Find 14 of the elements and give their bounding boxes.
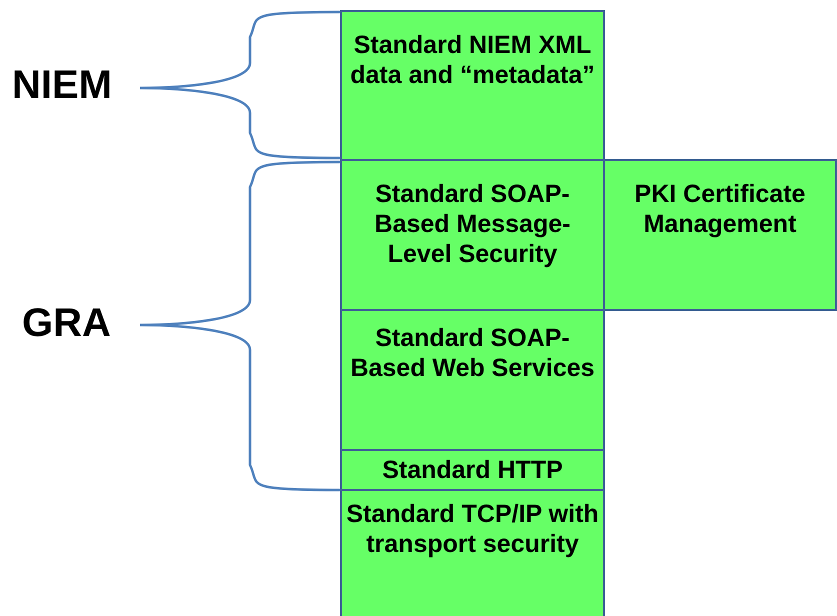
layer-text: PKI Certificate Management (634, 179, 806, 239)
layer-box (340, 10, 605, 161)
group-label: NIEM (12, 62, 112, 108)
layer-box (340, 449, 605, 491)
layer-box (340, 489, 605, 616)
layer-text: Standard TCP/IP with transport security (345, 499, 600, 559)
layer-box (340, 309, 605, 451)
layer-text: Standard HTTP (381, 455, 564, 485)
layer-text: Standard NIEM XML data and “metadata” (349, 30, 596, 90)
layer-box (340, 159, 605, 311)
layer-text: Standard SOAP-Based Web Services (349, 323, 596, 383)
layer-box (603, 159, 837, 311)
layer-text: Standard SOAP-Based Message-Level Security (374, 179, 572, 269)
group-label: GRA (22, 300, 111, 346)
